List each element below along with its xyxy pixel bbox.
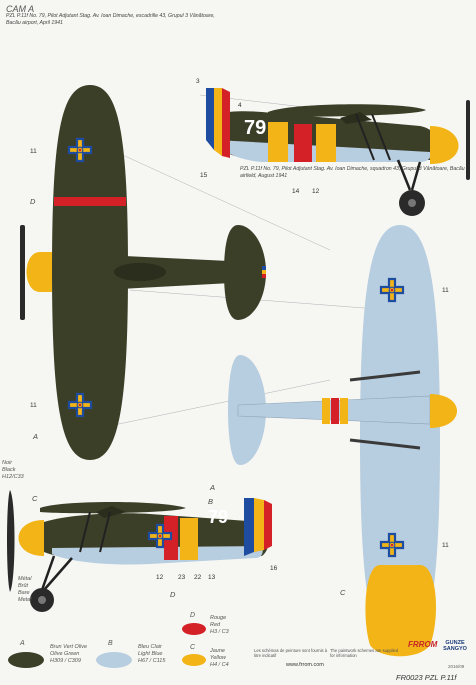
swatch-b-label: Bleu Clair Light Blue H67 / C115: [138, 644, 166, 664]
callout-side-12: 12: [312, 188, 320, 195]
callout-left-13: 13: [208, 574, 216, 581]
swatch-a-letter: A: [20, 640, 25, 647]
swatch-d-letter: D: [190, 612, 196, 619]
serial-code: 2016/09: [448, 664, 465, 669]
callout-side-15: 15: [200, 172, 208, 179]
swatch-c-label: Jaune Yellow H4 / C4: [210, 648, 229, 668]
callout-side-3: 3: [196, 78, 200, 85]
callout-left-23: 23: [178, 574, 186, 581]
website-url: www.frrom.com: [286, 662, 324, 668]
side-view-left: 79: [7, 490, 272, 612]
callout-left-22: 22: [194, 574, 202, 581]
caption-april: PZL P.11f No. 79, Pilot Adjutant Stag. A…: [6, 13, 215, 26]
english-note: The paintwork schemes are supplied for i…: [330, 648, 399, 658]
propeller-metal-label: Métal Brût Bare Metal: [18, 576, 32, 603]
swatch-b-letter: B: [108, 640, 113, 647]
color-swatches: [8, 623, 206, 668]
caption-august: PZL P.11f No. 79, Pilot Adjutant Stag. A…: [240, 166, 465, 179]
french-note: Les schémas de peinture sont fournis à t…: [254, 648, 328, 658]
frrom-logo: FRROM: [408, 640, 438, 649]
callout-side-4: 4: [238, 102, 242, 109]
top-view: [20, 85, 266, 460]
propeller-black-label: Noir Black H12/C33: [2, 460, 24, 480]
callout-top-a: A: [33, 432, 39, 441]
callout-left-12: 12: [156, 574, 164, 581]
callout-bottom-11b: 11: [442, 542, 449, 549]
callout-top-11a: 11: [30, 148, 37, 155]
callout-top-11b: 11: [30, 402, 37, 409]
callout-bottom-c: C: [340, 588, 346, 597]
callout-bottom-11a: 11: [442, 287, 449, 294]
callout-side-14: 14: [292, 188, 300, 195]
callout-top-d: D: [30, 197, 36, 206]
callout-left-a: A: [210, 483, 216, 492]
callout-left-c: C: [32, 494, 38, 503]
callout-left-b: B: [208, 497, 214, 506]
fuselage-number: 79: [244, 117, 266, 139]
callout-left-16: 16: [270, 565, 278, 572]
swatch-d-label: Rouge Red H3 / C3: [210, 615, 229, 635]
camouflage-title: CAM A: [6, 4, 35, 14]
product-code: FR0023 PZL P.11f: [396, 673, 457, 682]
bottom-view: [228, 225, 457, 657]
swatch-a-label: Brun Vert Olive Olive Green H309 / C309: [50, 644, 88, 664]
gunze-logo: GUNZE SANGYO: [443, 640, 467, 652]
callout-left-d: D: [170, 590, 176, 599]
swatch-c-letter: C: [190, 644, 196, 651]
fuselage-number-left: 79: [208, 507, 228, 527]
side-view-right: 79: [206, 88, 470, 216]
